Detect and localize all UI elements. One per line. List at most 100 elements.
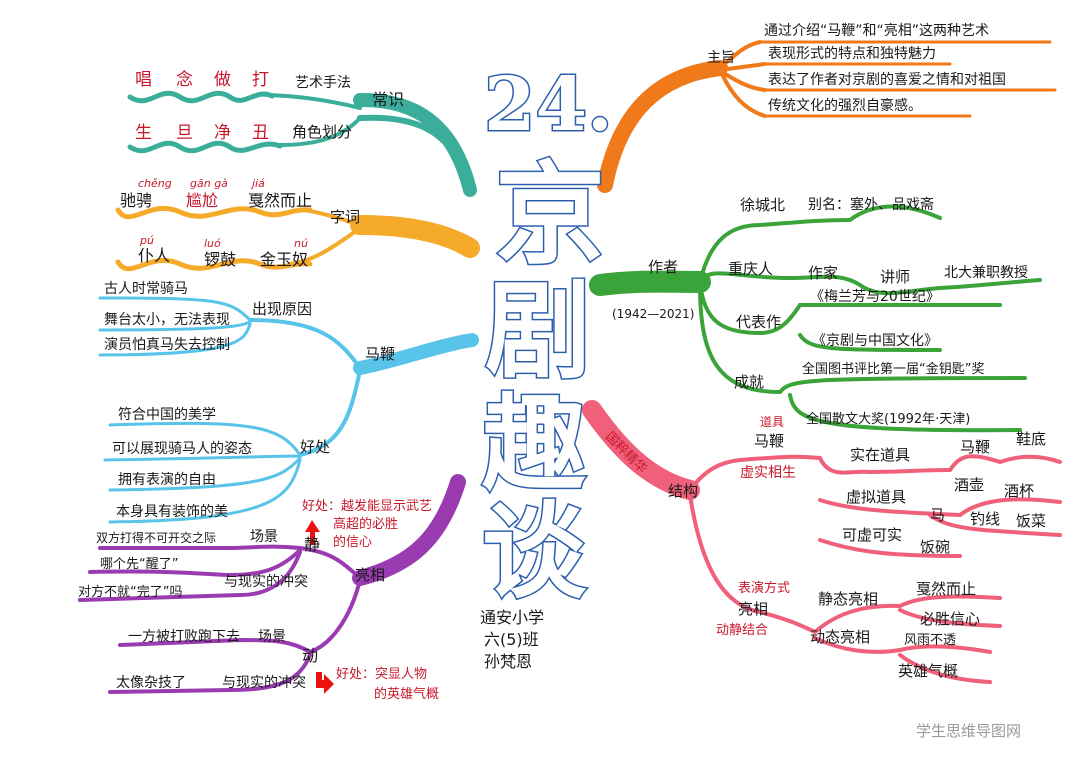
changshi-item: 净 (214, 123, 231, 143)
title-char-tan: 谈 (480, 490, 587, 613)
mabian-label: 马鞭 (365, 345, 396, 363)
jiegou-xushi: 虚实相生 (740, 465, 796, 481)
jiegou-liangxiang: 亮相 (738, 600, 769, 618)
liangxiang-jing-conflict: 对方不就“完了”吗 (78, 585, 183, 600)
changshi-tail: 角色划分 (292, 123, 353, 141)
zuozhe-works-label: 代表作 (736, 313, 782, 331)
zici-word: 仆人 (138, 246, 171, 265)
zuozhe-job3: 北大兼职教授 (944, 265, 1028, 281)
zuozhe-honor: 全国图书评比第一届“金钥匙”奖 (802, 362, 985, 377)
student-name: 孙梵恩 (484, 652, 533, 671)
liangxiang-dong-label: 动 (302, 646, 319, 665)
changshi-item: 丑 (252, 123, 269, 143)
changshi-item: 生 (135, 123, 152, 143)
liangxiang-label: 亮相 (355, 566, 386, 584)
zici-word: 戛然而止 (248, 191, 313, 210)
school-name: 通安小学 (480, 608, 545, 627)
zuozhe-years: (1942—2021) (612, 307, 695, 321)
zuozhe-label: 作者 (648, 258, 679, 276)
jiegou-virtual: 饭菜 (1016, 512, 1047, 530)
changshi-tail: 艺术手法 (295, 75, 351, 91)
changshi-item: 唱 (135, 70, 152, 90)
red-arrows (305, 520, 334, 694)
jiegou-label: 结构 (668, 482, 699, 500)
branch-changshi (127, 90, 477, 197)
mabian-benefit: 拥有表演的自由 (118, 472, 216, 488)
changshi-item: 念 (176, 70, 193, 90)
school-class: 六(5)班 (484, 630, 539, 649)
liangxiang-dong-benefit: 好处：突显人物 (336, 667, 428, 682)
zuozhe-honor: 全国散文大奖(1992年·天津) (806, 412, 971, 427)
title-char-ju: 剧 (484, 268, 593, 393)
zici-pinyin: nú (294, 237, 308, 250)
zuozhe-job: 作家 (808, 264, 839, 282)
mabian-reason: 演员怕真马失去控制 (104, 337, 230, 353)
changshi-item: 旦 (176, 123, 193, 143)
liangxiang-jing-label: 静 (304, 535, 321, 554)
liangxiang-jing-scene: 双方打得不可开交之际 (96, 531, 217, 545)
liangxiang-dong-conflict-label: 与现实的冲突 (222, 675, 306, 691)
zici-pinyin: pú (140, 234, 154, 247)
zhuzhi-line: 表现形式的特点和独特魅力 (768, 46, 936, 62)
jiegou-virtual-label: 虚拟道具 (846, 488, 907, 506)
jiegou-static: 必胜信心 (920, 610, 981, 628)
liangxiang-jing-benefit: 的信心 (333, 535, 373, 550)
title-char-jing: 京 (494, 150, 607, 279)
zici-word: 驰骋 (120, 191, 153, 210)
zhuzhi-line: 通过介绍“马鞭”和“亮相”这两种艺术 (764, 23, 990, 39)
branch-mabian (98, 296, 479, 524)
liangxiang-jing-conflict-label: 与现实的冲突 (224, 574, 308, 590)
jiegou-static-label: 静态亮相 (818, 590, 879, 608)
jiegou-real-label: 实在道具 (850, 446, 911, 464)
zici-label: 字词 (330, 208, 361, 226)
liangxiang-jing-conflict: 哪个先“醒了” (100, 557, 179, 572)
liangxiang-dong-scene-label: 场景 (258, 629, 286, 645)
zuozhe-work: 《梅兰芳与20世纪》 (810, 289, 940, 305)
mabian-benefit-label: 好处 (300, 438, 331, 456)
liangxiang-jing-benefit: 高超的必胜 (333, 517, 399, 532)
branch-zuozhe (589, 204, 1042, 433)
liangxiang-jing-scene-label: 场景 (250, 529, 278, 545)
zuozhe-work: 《京剧与中国文化》 (812, 333, 938, 349)
zuozhe-name: 徐城北 (740, 196, 786, 214)
mabian-reason-label: 出现原因 (252, 300, 313, 318)
zici-pinyin: gān gà (190, 177, 228, 190)
jiegou-kexu: 饭碗 (920, 538, 951, 556)
jiegou-daoju-tag: 道具 (760, 415, 785, 429)
zici-pinyin: jiá (252, 177, 265, 190)
jiegou-static: 戛然而止 (916, 580, 977, 598)
changshi-item: 做 (214, 70, 231, 90)
zuozhe-job2: 讲师 (880, 268, 911, 286)
branch-jiegou (582, 400, 1062, 684)
zici-word: 尴尬 (186, 191, 219, 210)
jiegou-biaoyan-tag: 表演方式 (738, 581, 791, 596)
mabian-benefit: 可以展现骑马人的姿态 (112, 441, 252, 457)
watermark: 学生思维导图网 (916, 722, 1022, 740)
zici-word: 金玉奴 (260, 250, 309, 269)
jiegou-dynamic: 英雄气概 (898, 662, 959, 680)
jiegou-daoju: 马鞭 (754, 432, 785, 450)
zhuzhi-line: 传统文化的强烈自豪感。 (768, 98, 922, 114)
zici-pinyin: chěng (138, 177, 172, 190)
jiegou-dongjing: 动静结合 (716, 623, 769, 638)
zici-word: 锣鼓 (204, 250, 237, 269)
jiegou-real: 马鞭 (960, 438, 991, 456)
jiegou-virtual-ma: 马 (930, 506, 946, 524)
jiegou-virtual: 酒杯 (1004, 482, 1035, 500)
branch-liangxiang (78, 474, 466, 694)
branch-zhuzhi (597, 40, 1057, 193)
zhuzhi-line: 表达了作者对京剧的喜爱之情和对祖国 (768, 72, 1006, 88)
mabian-reason: 古人时常骑马 (104, 281, 188, 297)
jiegou-virtual: 钓线 (970, 510, 1001, 528)
jiegou-dynamic-label: 动态亮相 (810, 628, 871, 646)
zuozhe-origin: 重庆人 (728, 260, 774, 278)
zuozhe-honor-label: 成就 (734, 373, 765, 391)
mabian-reason: 舞台太小，无法表现 (104, 312, 230, 328)
zuozhe-alias: 别名：塞外、品戏斋 (808, 197, 934, 213)
jiegou-kexu-label: 可虚可实 (842, 526, 903, 544)
liangxiang-jing-benefit: 好处：越发能显示武艺 (302, 499, 433, 514)
changshi-label: 常识 (372, 90, 405, 109)
liangxiang-dong-benefit: 的英雄气概 (374, 687, 440, 702)
mabian-benefit: 符合中国的美学 (118, 407, 216, 423)
title-number: 24. (483, 62, 615, 148)
